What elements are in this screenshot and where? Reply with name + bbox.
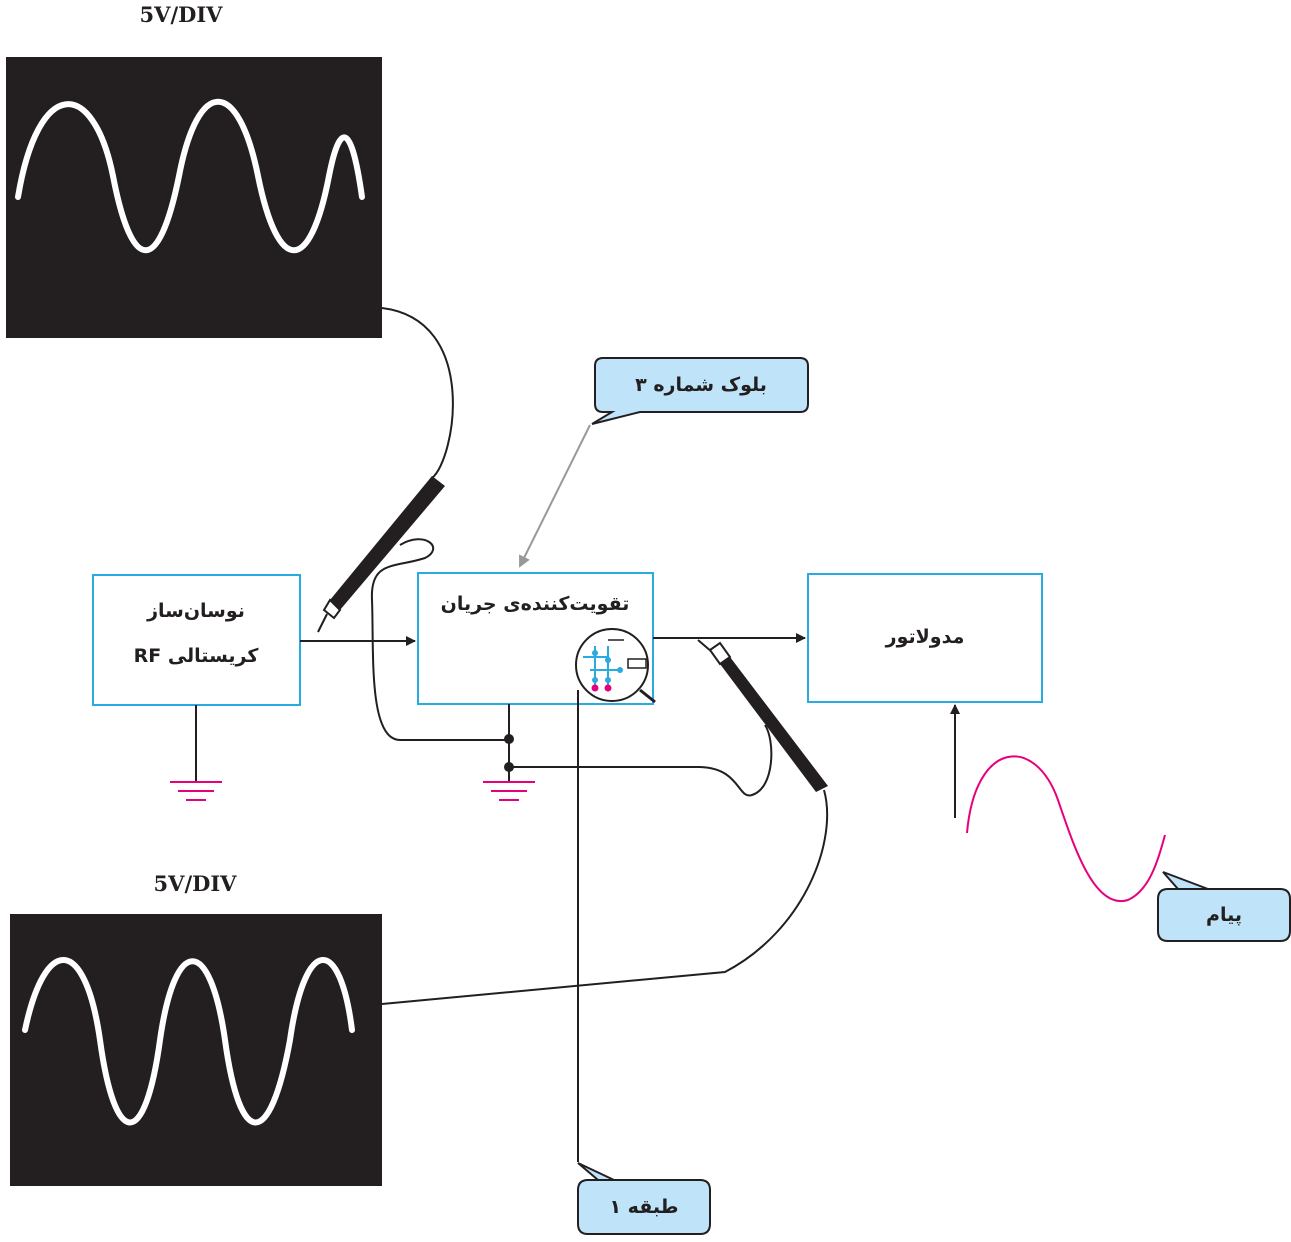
callout-stage1: طبقه ۱ (577, 1162, 711, 1235)
block3-pointer-arrow (519, 424, 591, 568)
amplifier-label: تقویت‌کننده‌ی جریان (441, 593, 630, 615)
modulator-block: مدولاتور (807, 573, 1043, 703)
scope-bottom-sine-wave (22, 957, 355, 1126)
right-probe-ground-lead (509, 724, 773, 797)
oscillator-ground (170, 705, 222, 801)
modulator-label: مدولاتور (885, 626, 965, 648)
oscillator-label-line1: نوسان‌ساز (146, 600, 245, 622)
scope-bottom-cable (381, 789, 829, 1005)
scope-top-cable (381, 307, 454, 479)
oscillator-block: نوسان‌ساز کریستالی RF (92, 574, 301, 706)
amplifier-ground (483, 704, 535, 801)
scope-top-sine-wave (15, 98, 365, 254)
oscillator-label-line2: کریستالی RF (134, 645, 260, 667)
callout-message: پیام (1157, 871, 1291, 942)
callout-stage1-text: طبقه ۱ (609, 1196, 678, 1218)
transistor-magnifier (575, 628, 656, 704)
callout-block3: بلوک شماره ۳ (591, 357, 809, 425)
scope-bottom-screen (10, 914, 382, 1186)
top-probe (317, 476, 445, 633)
message-wave (966, 755, 1166, 903)
callout-message-text: پیام (1206, 904, 1242, 926)
right-probe (697, 639, 828, 792)
scope-bottom-label: 5V/DIV (154, 871, 238, 896)
scope-top-label: 5V/DIV (140, 2, 224, 27)
top-probe-ground-lead (370, 538, 509, 741)
callout-block3-text: بلوک شماره ۳ (635, 374, 767, 396)
